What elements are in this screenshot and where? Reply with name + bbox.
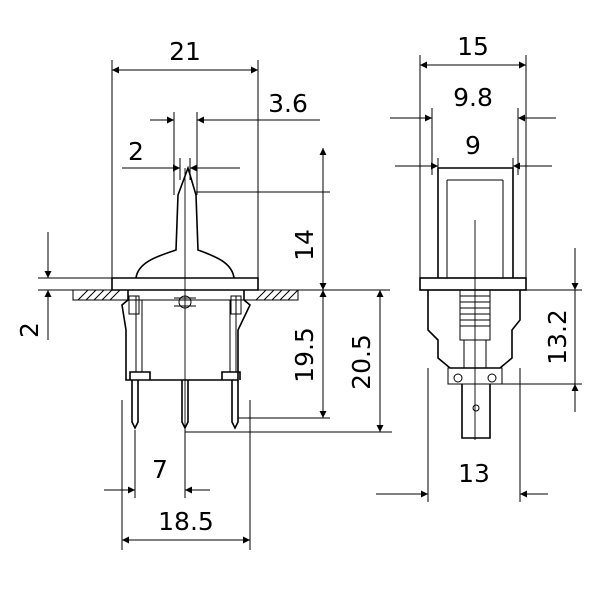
dim-side-width-label: 15 [457,32,489,61]
dim-side-actuator-label: 9 [465,131,481,160]
dim-front-width-label: 21 [169,37,201,66]
dim-front-body-depth-label: 19.5 [290,327,319,383]
dim-front-actuator-top-label: 3.6 [268,89,308,118]
dim-side-body-width-label: 13 [458,459,490,488]
dim-side-depth-label: 13.2 [543,309,572,365]
dim-front-panel-label: 2 [15,322,44,338]
dim-front-pin-spacing-label: 7 [152,455,168,484]
front-actuator [135,165,235,279]
dim-front-pin-span-label: 18.5 [158,507,214,536]
dim-front-actuator-tip-label: 2 [128,137,144,166]
dim-side-flange-label: 9.8 [453,83,493,112]
front-view: 21 3.6 2 14 19.5 20.5 2 7 18.5 [15,37,392,550]
side-view: 15 9.8 9 13.2 13 [376,32,582,502]
dim-front-actuator-height-label: 14 [290,229,319,261]
side-actuator [437,167,514,278]
side-bezel [419,277,527,291]
dim-front-overall-depth-label: 20.5 [347,334,376,390]
